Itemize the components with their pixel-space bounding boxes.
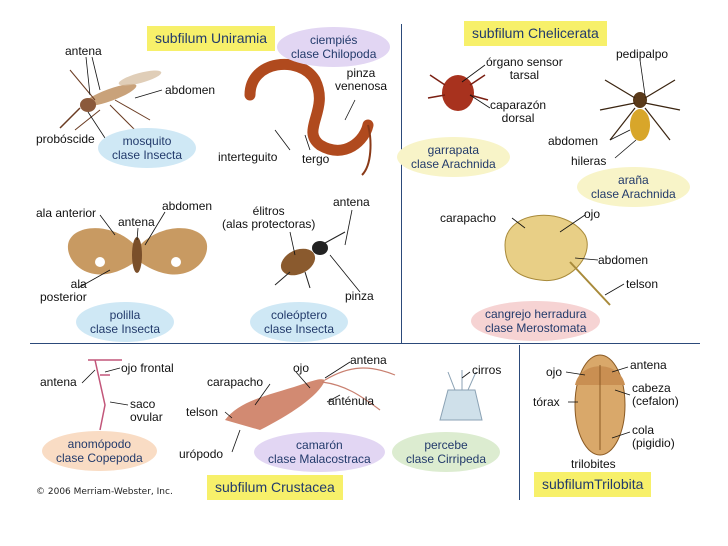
label-anomopodo-ojo: ojo frontal	[121, 361, 174, 375]
label-cangrejo-abdomen: abdomen	[598, 253, 649, 267]
copyright: © 2006 Merriam-Webster, Inc.	[36, 487, 173, 497]
label-garrapata-caparazon: caparazón dorsal	[490, 98, 547, 125]
label-ciempies-interteguito: interteguito	[218, 150, 278, 164]
label-ciempies-pinza: pinza venenosa	[335, 66, 388, 93]
badge-crustacea: subfilum Crustacea	[207, 475, 343, 500]
label-mosquito-antena: antena	[65, 44, 102, 58]
shrimp-illustration	[225, 367, 396, 430]
label-trilobites-cabeza: cabeza (cefalon)	[632, 381, 679, 408]
badge-chelicerata: subfilum Chelicerata	[464, 21, 607, 46]
label-cangrejo-carapacho: carapacho	[440, 211, 497, 225]
label-garrapata-organo: órgano sensor tarsal	[486, 55, 563, 82]
label-trilobites-name: trilobites	[571, 457, 616, 471]
horseshoe-crab-illustration	[504, 214, 611, 306]
class-mosquito: mosquito clase Insecta	[98, 128, 197, 168]
class-cangrejo: cangrejo herradura clase Merostomata	[471, 301, 601, 341]
label-ciempies-antena: antena	[333, 195, 370, 209]
label-arana-hileras: hileras	[571, 154, 607, 168]
class-arana: araña clase Arachnida	[577, 167, 690, 207]
label-camaron-uropodo: urópodo	[179, 447, 224, 461]
label-camaron-ojo: ojo	[293, 361, 310, 375]
badge-uniramia: subfilum Uniramia	[147, 26, 276, 51]
label-camaron-carapacho: carapacho	[207, 375, 264, 389]
label-cangrejo-telson: telson	[626, 277, 659, 291]
barnacle-illustration	[439, 370, 483, 421]
label-mosquito-proboscide: probóscide	[36, 132, 95, 146]
label-arana-abdomen: abdomen	[548, 134, 599, 148]
tick-illustration	[427, 74, 489, 111]
moth-illustration	[67, 228, 208, 275]
label-polilla-abdomen: abdomen	[162, 199, 213, 213]
class-garrapata: garrapata clase Arachnida	[397, 137, 510, 177]
vertical-divider-bottom	[519, 345, 520, 500]
label-cangrejo-ojo: ojo	[584, 207, 601, 221]
label-polilla-ala-anterior: ala anterior	[36, 206, 97, 220]
mosquito-illustration	[59, 69, 162, 131]
label-camaron-antena: antena	[350, 353, 387, 367]
label-percebe-cirros: cirros	[472, 363, 502, 377]
class-ciempies: ciempiés clase Chilopoda	[277, 27, 391, 67]
class-coleoptero: coleóptero clase Insecta	[250, 302, 349, 342]
centipede-illustration	[244, 59, 374, 156]
label-arana-pedipalpo: pedipalpo	[616, 47, 669, 61]
label-anomopodo-saco: saco ovular	[130, 397, 163, 424]
label-polilla-antena: antena	[118, 215, 155, 229]
label-trilobites-cola: cola (pigidio)	[632, 423, 675, 450]
class-polilla: polilla clase Insecta	[76, 302, 175, 342]
class-percebe: percebe clase Cirripeda	[392, 432, 501, 472]
horizontal-divider	[30, 343, 700, 344]
copepod-illustration	[88, 359, 122, 431]
label-trilobites-torax: tórax	[533, 395, 560, 409]
label-coleoptero-elitros: élitros (alas protectoras)	[222, 204, 316, 231]
label-trilobites-ojo: ojo	[546, 365, 563, 379]
label-coleoptero-pinza: pinza	[345, 289, 374, 303]
trilobite-illustration	[574, 354, 626, 456]
label-trilobites-antena: antena	[630, 358, 667, 372]
label-camaron-antenula: anténula	[328, 394, 375, 408]
class-camaron: camarón clase Malacostraca	[254, 432, 385, 472]
vertical-divider-top	[401, 24, 402, 344]
label-camaron-telson: telson	[186, 405, 219, 419]
badge-trilobita: subfilumTrilobita	[534, 472, 652, 497]
beetle-illustration	[274, 231, 346, 289]
label-mosquito-abdomen: abdomen	[165, 83, 216, 97]
label-polilla-ala-posterior: ala posterior	[40, 277, 87, 304]
spider-illustration	[599, 79, 681, 141]
label-ciempies-tergo: tergo	[302, 152, 330, 166]
label-anomopodo-antena: antena	[40, 375, 77, 389]
class-anomopodo: anomópodo clase Copepoda	[42, 431, 157, 471]
